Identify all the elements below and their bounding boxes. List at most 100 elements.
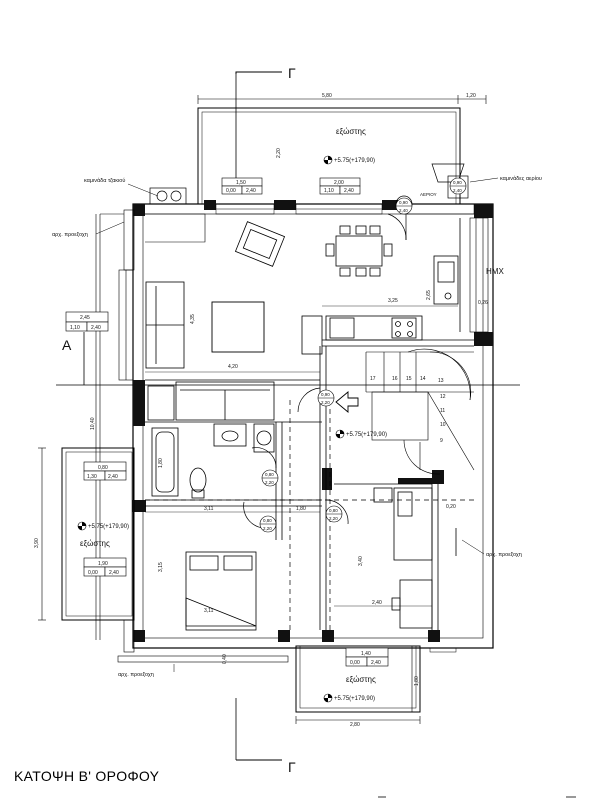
stair-number: 11 [440, 408, 445, 414]
stair-number: 10 [440, 422, 446, 428]
dim-kitchen-w: 3,25 [388, 298, 398, 304]
kitchen-counter [301, 255, 459, 355]
elevation-marker-bottom [323, 693, 333, 703]
door-6-w: 0,90 [453, 180, 462, 185]
bed-2 [373, 487, 433, 629]
dim-balcony-depth: 2,20 [276, 148, 282, 158]
label-overhang-3: αρχ. προεξοχη [118, 672, 154, 678]
door-tag-3: 0,80 2,20 [259, 515, 277, 533]
opening-5-a: 0,00 [88, 570, 98, 576]
opening-box-3 [65, 311, 109, 332]
section-line-g [235, 71, 282, 761]
door-3-h: 2,20 [263, 526, 272, 531]
opening-2-top: 2,00 [334, 180, 344, 186]
wall-corners [132, 200, 493, 642]
opening-4-a: 1,30 [87, 474, 97, 480]
opening-box-4 [83, 461, 127, 481]
bottom-balcony [295, 645, 421, 713]
fireplace-chimney [145, 187, 206, 243]
opening-4-b: 2,40 [108, 474, 118, 480]
elevation-label-bottom: +5.75(+179,90) [334, 696, 375, 702]
label-overhang-1: αρχ. προεξοχη [52, 232, 88, 238]
stair-number: 16 [392, 376, 398, 382]
door-2-w: 0,80 [265, 472, 274, 477]
stair-number: 15 [406, 376, 412, 382]
door-3-w: 0,80 [263, 518, 272, 523]
sofa-bottom [147, 381, 275, 421]
stair-number: 13 [438, 378, 444, 384]
opening-6-b: 2,40 [371, 660, 381, 666]
section-mark-g-bottom: Γ [288, 759, 296, 775]
stair-number: 17 [370, 376, 376, 382]
door-1-w: 0,90 [321, 392, 330, 397]
armchair [234, 221, 286, 267]
dashed-lines [145, 400, 474, 630]
opening-box-2 [319, 177, 361, 195]
stair-number: 12 [440, 394, 446, 400]
door-1-h: 2,20 [321, 400, 330, 405]
stair-number: 9 [440, 438, 443, 444]
door-tag-5: 0,90 2,40 [395, 197, 413, 215]
drawing-title: ΚΑΤΟΨΗ Β' ΟΡΟΦΟΥ [14, 768, 160, 784]
elevation-marker-top [323, 155, 333, 165]
opening-4-top: 0,80 [98, 465, 108, 471]
door-tag-6: 0,90 2,40 [449, 177, 467, 195]
coffee-table [211, 301, 265, 353]
dim-living-w: 4,20 [228, 364, 238, 370]
dim-bed1-w: 3,11 [204, 506, 214, 512]
dim-bottom-left: 0,40 [222, 654, 228, 664]
opening-box-5 [83, 557, 127, 577]
outer-walls [132, 203, 494, 649]
dim-small-026: 0,26 [478, 300, 488, 306]
dim-bottom-w: 2,80 [350, 722, 360, 728]
opening-3-top: 2,45 [80, 315, 90, 321]
elevation-label-left: +5.75(+179,90) [88, 524, 129, 530]
dim-hall-w: 1,80 [296, 506, 306, 512]
dim-bath-h: 1,80 [158, 458, 164, 468]
section-mark-g-top: Γ [288, 65, 296, 81]
elevation-marker-left [77, 521, 87, 531]
dim-bottom [295, 646, 421, 724]
elevation-marker-inside [335, 429, 345, 439]
dim-bed2-w: 2,40 [372, 600, 382, 606]
door-6-h: 2,40 [453, 188, 462, 193]
dim-top [197, 95, 487, 104]
top-balcony-label: εξώστης [336, 127, 366, 136]
dim-kitchen-h: 2,65 [426, 290, 432, 300]
opening-box-6 [345, 647, 389, 667]
opening-box-1 [221, 177, 263, 195]
entrance-arrow-icon [335, 391, 359, 413]
label-hmx: HMX [486, 267, 504, 276]
shaft [469, 217, 489, 333]
dim-bottom-h: 1,80 [414, 676, 420, 686]
door-tag-4: 0,80 2,20 [325, 505, 343, 523]
door-5-w: 0,90 [399, 200, 408, 205]
dim-bed2-h: 3,40 [358, 556, 364, 566]
door-tag-2: 0,80 2,20 [261, 469, 279, 487]
door-4-h: 2,20 [329, 516, 338, 521]
dim-side-left-low: 3,90 [34, 538, 40, 548]
bed-1 [185, 551, 257, 631]
opening-1-top: 1,50 [236, 180, 246, 186]
bottom-right-strip [429, 647, 457, 653]
left-balcony-label: εξώστης [80, 539, 110, 548]
door-tag-1: 0,90 2,20 [317, 389, 335, 407]
dim-living-h: 4,35 [190, 314, 196, 324]
elevation-label-inside: +5.75(+179,90) [346, 432, 387, 438]
opening-3-a: 1,10 [70, 325, 80, 331]
section-mark-a: Α [62, 337, 72, 353]
opening-6-a: 0,00 [350, 660, 360, 666]
opening-3-b: 2,40 [91, 325, 101, 331]
sofa-left [145, 281, 185, 369]
dim-side-020: 0,20 [446, 504, 456, 510]
opening-6-top: 1,40 [361, 651, 371, 657]
opening-5-b: 2,40 [109, 570, 119, 576]
door-5-h: 2,40 [399, 208, 408, 213]
bottom-balcony-label: εξώστης [346, 675, 376, 684]
opening-1-b: 2,40 [246, 188, 256, 194]
dining-table [325, 225, 393, 277]
label-fireplace-chimney: καμινάδα τζακιού [84, 177, 125, 184]
stair-number: 14 [420, 376, 426, 382]
label-gas-chimneys: καμινάδες αερίου [500, 175, 542, 182]
